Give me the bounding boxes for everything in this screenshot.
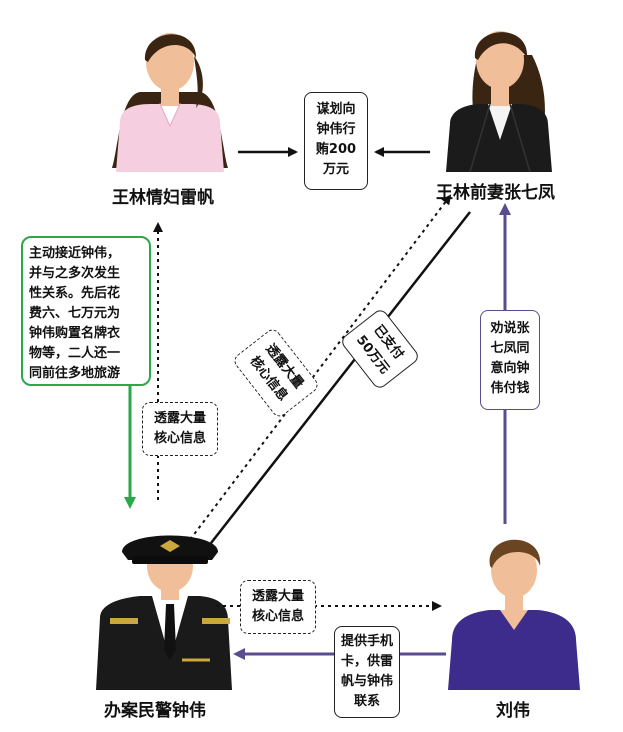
officer-leak-to-exwife-arrow: [185, 194, 452, 546]
provide-phone-note: 提供手机 卡，供雷 帆与钟伟 联系: [334, 626, 400, 718]
persuade-note: 劝说张 七凤同 意向钟 伟付钱: [480, 310, 540, 410]
liu-avatar: [448, 539, 580, 690]
bribe-plan-note: 谋划向 钟伟行 贿200 万元: [304, 92, 368, 190]
officer-avatar: [96, 535, 232, 690]
ex-wife-name: 王林前妻张七凤: [436, 183, 555, 203]
ex-wife-avatar: [446, 31, 552, 173]
mistress-relation-note: 主动接近钟伟， 并与之多次发生 性关系。先后花 费六、七万元为 钟伟购置名牌衣 …: [21, 236, 151, 386]
leak-to-liu-note: 透露大量 核心信息: [240, 580, 316, 634]
mistress-name: 王林情妇雷帆: [112, 188, 214, 208]
mistress-avatar: [112, 33, 228, 172]
officer-name: 办案民警钟伟: [104, 701, 206, 721]
leak-to-mistress-note: 透露大量 核心信息: [142, 402, 218, 456]
liu-name: 刘伟: [496, 701, 530, 721]
exwife-payment-arrow: [202, 211, 471, 554]
